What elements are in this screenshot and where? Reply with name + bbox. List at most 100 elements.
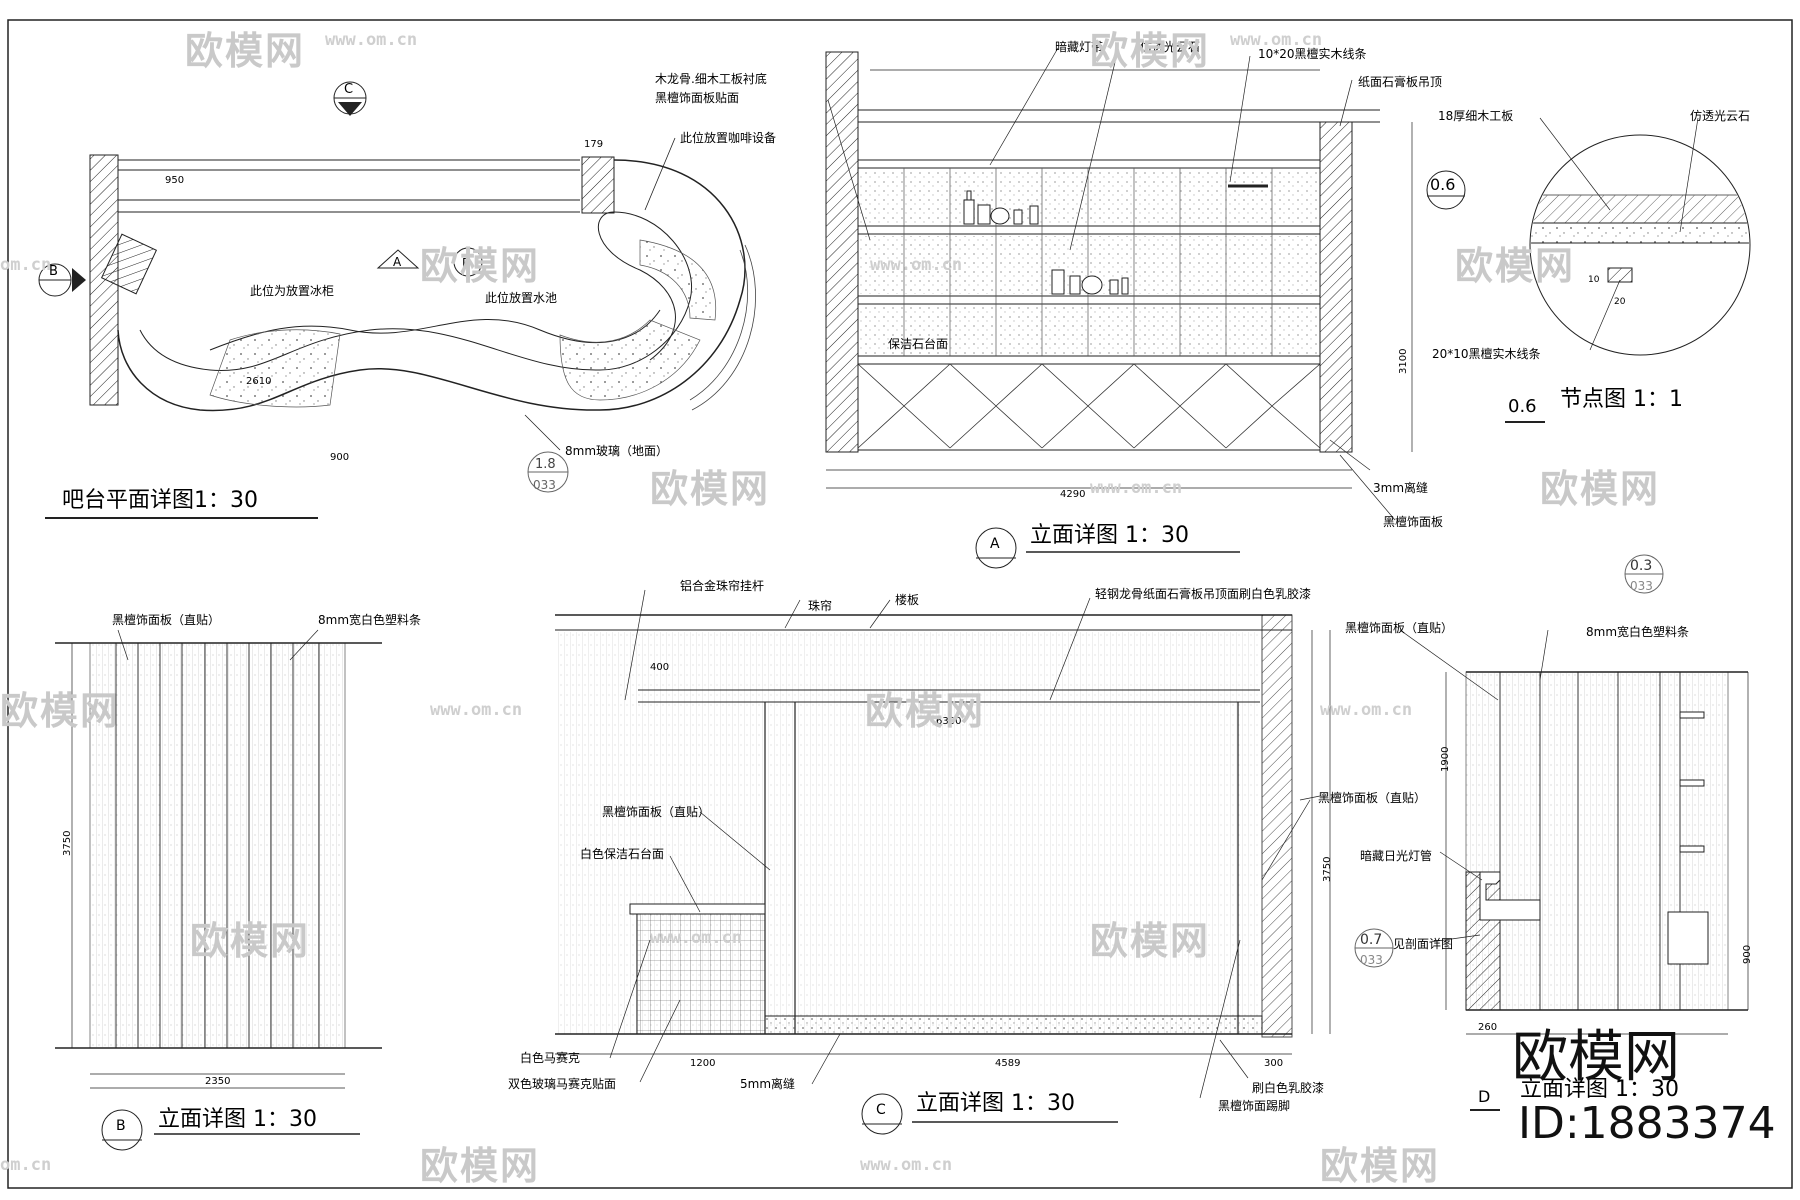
- plan-mark-d: D: [453, 247, 483, 277]
- elev-c-dim: 3750: [1322, 857, 1333, 882]
- elev-d-title-mark: D: [1470, 1087, 1500, 1111]
- elev-d-title: 立面详图 1：30: [1520, 1077, 1679, 1102]
- elev-a-label: 黑檀饰面板贴面: [655, 90, 739, 105]
- elev-d-ref-07: 0.7 033: [1354, 928, 1394, 968]
- plan-label-fridge: 此位为放置冰柜: [250, 283, 334, 298]
- watermark-brand: 欧模网: [650, 467, 771, 511]
- elev-c-title-mark: C: [861, 1093, 903, 1135]
- elev-d-label: 见剖面详图: [1393, 936, 1453, 951]
- elev-c-label: 刷白色乳胶漆: [1252, 1080, 1324, 1095]
- plan-label-glass: 8mm玻璃（地面）: [565, 444, 668, 458]
- plan-mark-a: A: [376, 249, 420, 269]
- plan-label-coffee: 此位放置咖啡设备: [680, 130, 776, 145]
- elev-a-ref-06: 0.6: [1426, 170, 1466, 210]
- watermark-brand: 欧模网: [1455, 244, 1576, 288]
- watermark-brand: 欧模网: [1090, 29, 1211, 73]
- watermark-url: www.om.cn: [1320, 700, 1413, 720]
- svg-text:033: 033: [1630, 579, 1653, 593]
- watermark-url: www.om.cn: [1090, 478, 1183, 498]
- elev-b-label: 黑檀饰面板（直贴）: [112, 612, 220, 627]
- watermark-url: www.om.cn: [1230, 30, 1323, 50]
- node-dim: 20: [1614, 297, 1626, 307]
- plan-title: 吧台平面详图1：30: [62, 488, 258, 513]
- elev-c-label: 黑檀饰面板（直贴）: [1318, 790, 1426, 805]
- watermark-brand: 欧模网: [190, 919, 311, 963]
- node-label: 20*10黑檀实木线条: [1432, 346, 1541, 361]
- watermark-brand: 欧模网: [1320, 1144, 1441, 1188]
- svg-text:B: B: [49, 264, 58, 279]
- svg-text:033: 033: [533, 478, 556, 492]
- bottles-decor: [963, 190, 1129, 295]
- svg-text:1.8: 1.8: [535, 457, 556, 472]
- elev-c-dim: 300: [1264, 1058, 1283, 1069]
- elev-a-label: 黑檀饰面板: [1383, 514, 1443, 529]
- elev-d-dim: 900: [1742, 945, 1753, 964]
- elev-d-ref-03: 0.3 033: [1624, 554, 1664, 594]
- elev-d-dim: 260: [1478, 1022, 1497, 1033]
- plan-dim: 950: [165, 175, 184, 186]
- node-label: 18厚细木工板: [1438, 109, 1513, 123]
- elev-b-height: 3750: [62, 831, 73, 856]
- elev-c-label: 珠帘: [808, 598, 832, 613]
- elevation-c: 铝合金珠帘挂杆 珠帘 楼板 轻钢龙骨纸面石膏板吊顶面刷白色乳胶漆 黑檀饰面板（直…: [508, 578, 1426, 1135]
- brand-logo-text: 欧模网: [1512, 1025, 1680, 1090]
- elev-c-label: 双色玻璃马赛克贴面: [508, 1076, 616, 1091]
- watermark-url: www.om.cn: [870, 255, 963, 275]
- elev-c-label: 楼板: [895, 592, 919, 607]
- elev-d-label: 8mm宽白色塑料条: [1586, 624, 1689, 639]
- elev-a-label: 10*20黑檀实木线条: [1258, 46, 1367, 61]
- watermark-url: www.om.cn: [430, 700, 523, 720]
- svg-text:C: C: [344, 82, 353, 97]
- svg-text:033: 033: [1360, 953, 1383, 967]
- svg-text:C: C: [876, 1102, 886, 1118]
- node-detail: 18厚细木工板 仿透光云石 20*10黑檀实木线条 10 20 0.6 节点图 …: [1432, 109, 1751, 423]
- elev-a-wall-right: [1319, 121, 1353, 453]
- elev-d-dim: 1900: [1440, 747, 1451, 772]
- elev-a-height: 3100: [1398, 349, 1409, 374]
- plan-mark-c: C: [333, 81, 367, 116]
- node-label: 仿透光云石: [1690, 109, 1750, 123]
- elev-c-label: 黑檀饰面踢脚: [1218, 1098, 1290, 1113]
- node-title-mark: 0.6: [1505, 396, 1545, 423]
- svg-text:B: B: [116, 1118, 126, 1134]
- node-dim: 10: [1588, 275, 1600, 285]
- watermark-brand: 欧模网: [0, 689, 121, 733]
- elev-a-label: 3mm离缝: [1373, 480, 1428, 495]
- elev-a-label: 纸面石膏板吊顶: [1358, 74, 1442, 89]
- watermark-brand: 欧模网: [420, 1144, 541, 1188]
- svg-text:0.6: 0.6: [1508, 396, 1537, 417]
- elev-c-dim: 6300: [936, 716, 961, 727]
- elev-a-label: 暗藏灯带: [1055, 39, 1103, 54]
- watermark-brand: 欧模网: [420, 244, 541, 288]
- plan-dim: 179: [584, 139, 603, 150]
- svg-text:A: A: [393, 255, 402, 269]
- svg-text:D: D: [462, 256, 471, 270]
- plan-column: [100, 233, 158, 295]
- watermark-brand: 欧模网: [1090, 919, 1211, 963]
- elev-c-label: 白色马赛克: [520, 1050, 580, 1065]
- watermark-brand: 欧模网: [1540, 467, 1661, 511]
- elev-d-label: 黑檀饰面板（直贴）: [1345, 620, 1453, 635]
- elev-c-dim: 400: [650, 662, 669, 673]
- elev-d-label: 暗藏日光灯管: [1360, 848, 1432, 863]
- elevation-a: 木龙骨.细木工板衬底 黑檀饰面板贴面 暗藏灯带 仿透光云石 10*20黑檀实木线…: [655, 39, 1466, 569]
- elev-c-dim: 4589: [995, 1058, 1020, 1069]
- svg-text:0.3: 0.3: [1630, 558, 1652, 574]
- elev-a-total: 4290: [1060, 489, 1085, 500]
- elev-c-dim: 1200: [690, 1058, 715, 1069]
- node-title: 节点图 1：1: [1560, 387, 1683, 412]
- elev-a-label: 仿透光云石: [1140, 40, 1200, 54]
- elev-c-label: 黑檀饰面板（直贴）: [602, 804, 710, 819]
- watermark-brand: 欧模网: [865, 689, 986, 733]
- elev-c-label: 白色保洁石台面: [580, 846, 664, 861]
- elev-b-total: 2350: [205, 1076, 230, 1087]
- watermark-brand: 欧模网: [185, 29, 306, 73]
- plan-detail-ref: 1.8 033: [527, 451, 569, 493]
- watermark-url: www.om.cn: [860, 1155, 953, 1175]
- elev-a-label: 保洁石台面: [888, 336, 948, 351]
- elev-b-title-mark: B: [101, 1109, 143, 1151]
- plan-mark-b: B: [38, 263, 86, 297]
- model-id: ID:1883374: [1518, 1098, 1776, 1149]
- watermark-url: om.cn: [0, 1155, 52, 1175]
